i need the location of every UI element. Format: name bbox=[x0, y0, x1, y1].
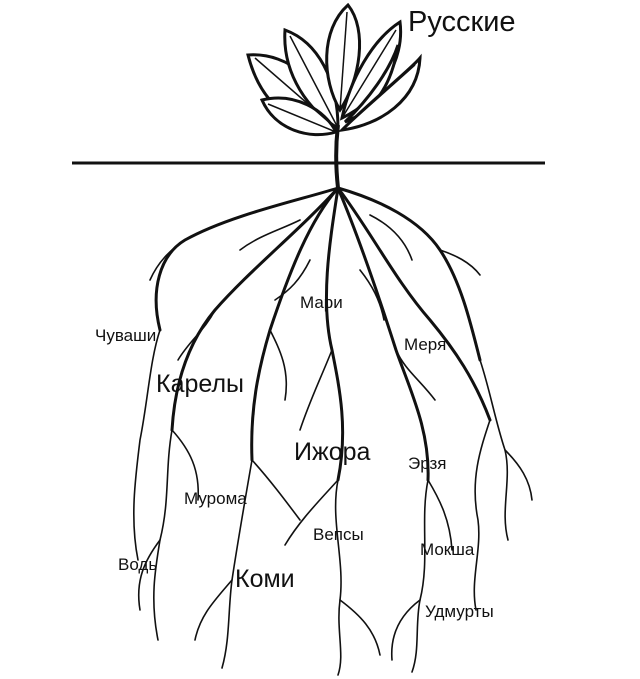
label-komi: Коми bbox=[235, 565, 295, 593]
plant-stem bbox=[334, 124, 340, 189]
label-kareli: Карелы bbox=[156, 370, 245, 398]
label-merya: Меря bbox=[404, 335, 447, 354]
label-vepsy: Вепсы bbox=[313, 525, 364, 544]
label-mari: Мари bbox=[300, 293, 343, 312]
label-chuvashi: Чуваши bbox=[95, 326, 157, 345]
label-erzya: Эрзя bbox=[408, 454, 447, 473]
label-muroma: Мурома bbox=[184, 489, 247, 508]
label-izhora: Ижора bbox=[294, 438, 371, 466]
label-moksha: Мокша bbox=[420, 540, 475, 559]
fine-roots bbox=[133, 214, 533, 676]
main-roots bbox=[154, 186, 492, 482]
title-label-russkie: Русские bbox=[408, 6, 516, 38]
leaves bbox=[246, 2, 422, 137]
leaf-veins bbox=[254, 11, 416, 133]
label-udmurty: Удмурты bbox=[425, 602, 494, 621]
label-vod: Водь bbox=[118, 555, 158, 574]
